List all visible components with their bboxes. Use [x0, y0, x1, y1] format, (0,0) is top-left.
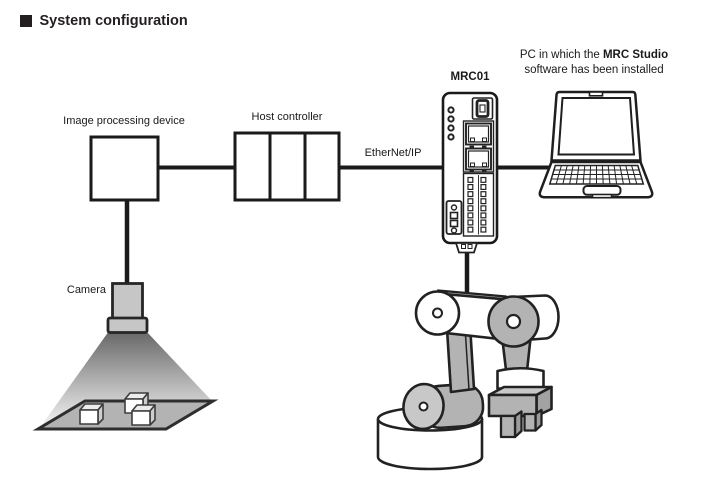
led-indicators-icon: [447, 106, 455, 141]
ethernet-ip-label: EtherNet/IP: [364, 147, 422, 159]
image-processing-device-label: Image processing device: [63, 115, 185, 127]
laptop-touchpad-button: [591, 193, 613, 199]
terminal-block-icon: [462, 172, 495, 237]
camera-icon: [106, 282, 149, 334]
ethernet-ports-icon: [462, 120, 495, 173]
workpiece-cube: [79, 403, 104, 425]
pc-label-product-name: MRC Studio: [602, 49, 669, 61]
mrc01-controller-icon: [441, 91, 499, 254]
laptop-icon: [538, 90, 654, 199]
workpiece-cube: [131, 404, 156, 426]
usb-port-icon: [471, 97, 494, 120]
section-title-text: System configuration: [39, 13, 188, 29]
laptop-touchpad: [582, 185, 622, 196]
image-processing-device-box: [89, 135, 160, 202]
pc-label-line2: software has been installed: [524, 64, 664, 76]
section-bullet-icon: [20, 15, 32, 27]
robot-gripper: [487, 385, 553, 439]
laptop-latch: [588, 91, 604, 97]
power-connector-icon: [445, 200, 463, 235]
pc-label-prefix: PC in which the: [519, 49, 603, 61]
laptop-keyboard: [548, 164, 645, 185]
bottom-connector-icon: [454, 242, 479, 254]
pc-software-label: PC in which the MRC Studio software has …: [470, 48, 701, 78]
host-controller-label: Host controller: [251, 111, 323, 123]
section-title: System configuration: [20, 13, 188, 29]
robot-wrist-cylinder: [496, 366, 545, 390]
laptop-screen: [557, 97, 636, 156]
host-controller-box: [233, 131, 341, 202]
mrc01-label: MRC01: [450, 71, 490, 83]
robot-base: [376, 419, 484, 471]
camera-label: Camera: [66, 284, 106, 296]
workpiece-cubes: [79, 392, 156, 426]
robot-arm-icon: [376, 289, 560, 471]
